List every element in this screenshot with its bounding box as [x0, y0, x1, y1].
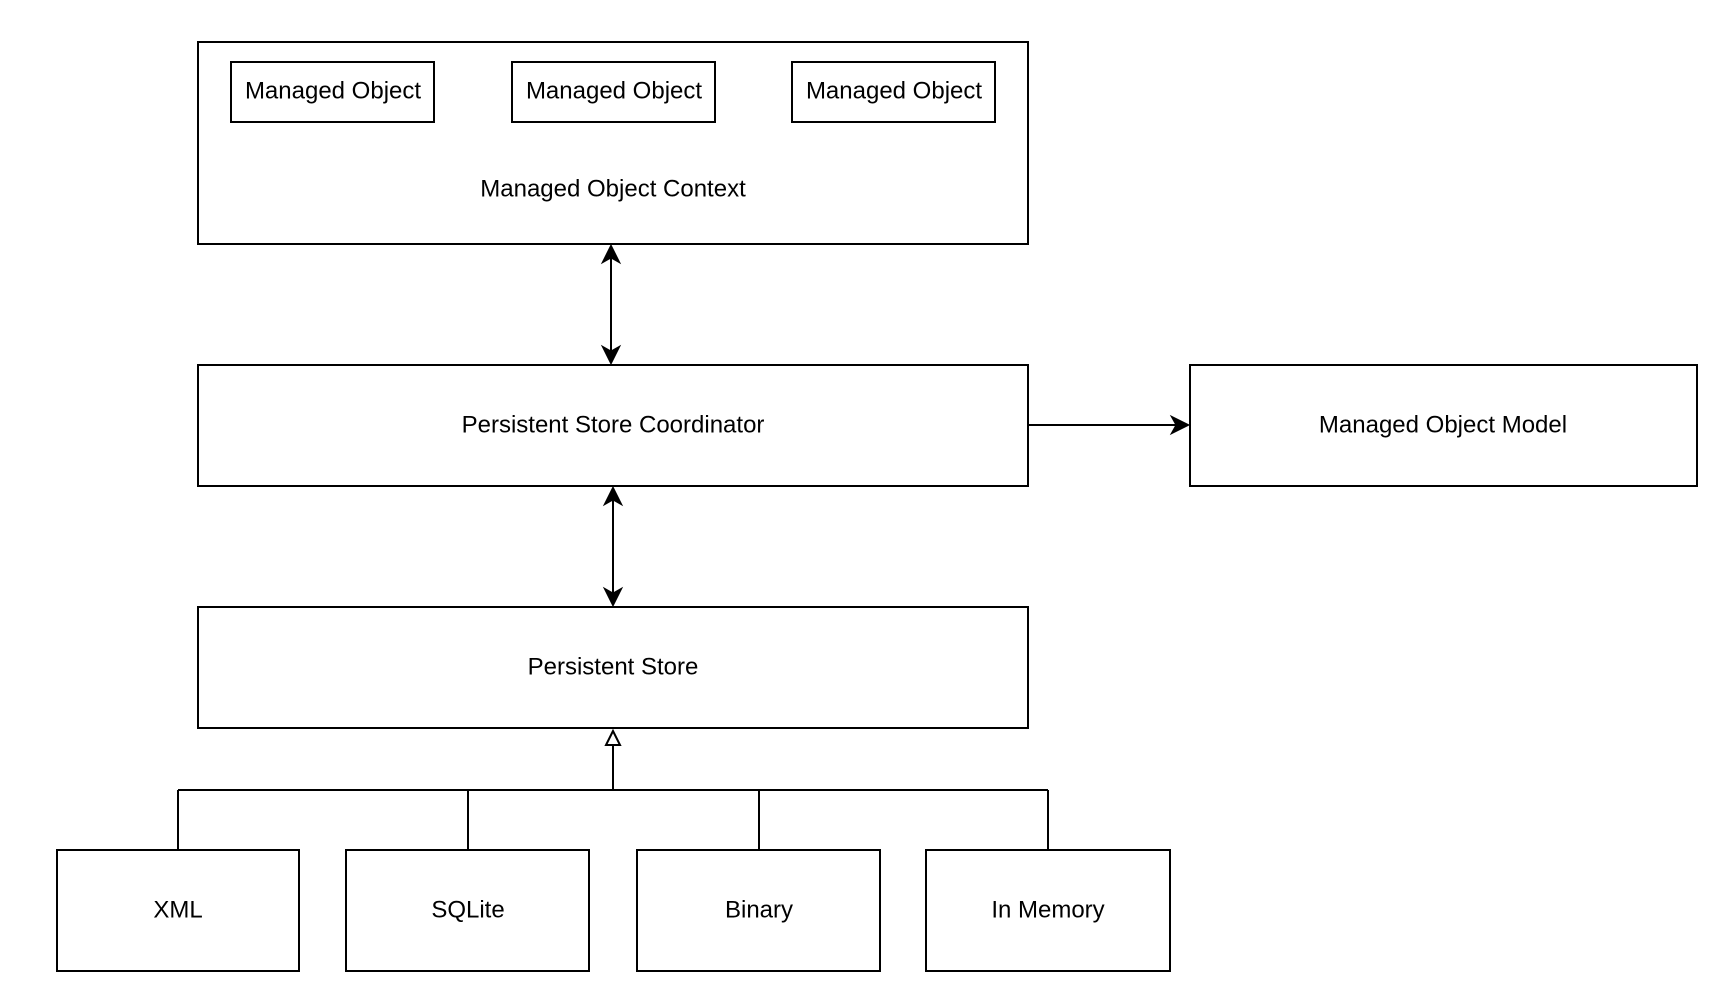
managed-object-node: Managed Object	[791, 61, 996, 123]
managed-object-model-label: Managed Object Model	[1319, 411, 1567, 438]
arrowhead-down-icon	[600, 344, 622, 366]
arrowhead-down-icon	[602, 586, 624, 608]
managed-object-label: Managed Object	[526, 77, 702, 104]
managed-object-box	[511, 61, 716, 123]
persistent-store-node: Persistent Store	[197, 606, 1029, 729]
managed-object-box	[791, 61, 996, 123]
persistent-store-coordinator-node: Persistent Store Coordinator	[197, 364, 1029, 487]
store-type-binary-label: Binary	[725, 896, 793, 923]
store-type-binary-node: Binary	[636, 849, 881, 972]
arrowhead-up-icon	[602, 485, 624, 507]
arrowhead-up-icon	[600, 243, 622, 265]
store-type-sqlite-label: SQLite	[431, 896, 504, 923]
store-type-xml-label: XML	[153, 896, 202, 923]
store-type-in-memory-node: In Memory	[925, 849, 1171, 972]
persistent-store-box	[197, 606, 1029, 729]
context-coordinator-arrow	[600, 243, 622, 366]
inheritance-connector	[177, 728, 1049, 850]
store-type-sqlite-node: SQLite	[345, 849, 590, 972]
persistent-store-label: Persistent Store	[528, 653, 699, 680]
managed-object-node: Managed Object	[511, 61, 716, 123]
managed-object-model-box	[1189, 364, 1698, 487]
hollow-triangle-arrowhead-icon	[604, 728, 622, 746]
store-type-in-memory-box	[925, 849, 1171, 972]
store-type-sqlite-box	[345, 849, 590, 972]
persistent-store-coordinator-label: Persistent Store Coordinator	[462, 411, 765, 438]
managed-object-node: Managed Object	[230, 61, 435, 123]
coordinator-store-arrow	[602, 485, 624, 608]
arrowhead-right-icon	[1169, 414, 1191, 436]
managed-object-model-node: Managed Object Model	[1189, 364, 1698, 487]
managed-object-label: Managed Object	[245, 77, 421, 104]
store-type-xml-node: XML	[56, 849, 300, 972]
managed-object-label: Managed Object	[806, 77, 982, 104]
store-type-xml-box	[56, 849, 300, 972]
managed-object-context-label: Managed Object Context	[480, 175, 746, 202]
store-type-in-memory-label: In Memory	[991, 896, 1104, 923]
coordinator-model-arrow	[1029, 414, 1191, 436]
managed-object-box	[230, 61, 435, 123]
